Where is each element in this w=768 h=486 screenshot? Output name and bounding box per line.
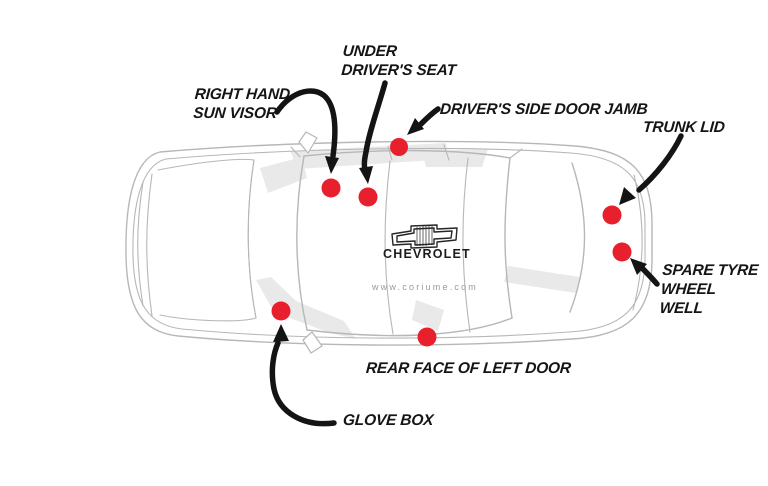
front-bumper-line-1	[137, 181, 144, 307]
glass-shading	[256, 143, 580, 339]
chevrolet-bowtie-icon	[391, 224, 458, 249]
windshield-bottom-corner	[256, 277, 356, 339]
arrow-right-hand-sun-visor	[274, 88, 338, 159]
car-inner-outline	[132, 147, 646, 339]
arrowhead-under-drivers-seat	[359, 166, 373, 184]
rear-window-front-edge	[504, 157, 513, 319]
arrow-glove-box	[269, 340, 337, 427]
b-pillar-tick-2	[443, 144, 450, 161]
label-right-hand-sun-visor: RIGHT HAND SUN VISOR	[192, 86, 291, 122]
arrow-under-drivers-seat	[361, 80, 388, 172]
marker-dot-glove-box	[271, 301, 291, 321]
rear-window-shade	[504, 266, 580, 293]
arrowhead-right-hand-sun-visor	[325, 156, 339, 174]
label-glove-box: GLOVE BOX	[342, 412, 434, 429]
door-seam-rear	[462, 157, 471, 333]
bowtie-outer	[391, 224, 458, 249]
windshield-top-corner	[260, 157, 307, 193]
c-pillar-tick	[509, 148, 523, 159]
marker-dot-under-drivers-seat	[358, 187, 378, 207]
arrow-trunk-lid	[636, 133, 684, 193]
arrowhead-drivers-side-door-jamb	[407, 118, 424, 135]
label-rear-face-of-left-door: REAR FACE OF LEFT DOOR	[365, 360, 572, 377]
brand-name-text: CHEVROLET	[383, 247, 471, 261]
front-bumper-line-2	[146, 173, 153, 317]
windshield-front-edge	[247, 159, 257, 319]
a-pillar-tick	[290, 146, 301, 158]
bowtie-hatching	[416, 226, 433, 246]
marker-dot-trunk-lid	[602, 205, 622, 225]
label-under-drivers-seat: UNDER DRIVER'S SEAT	[340, 43, 457, 79]
marker-dot-drivers-side-door-jamb	[390, 138, 408, 156]
side-glass-band-bottom	[412, 300, 444, 331]
rear-window-rear-edge	[569, 162, 586, 313]
b-pillar-tick-1	[387, 145, 393, 161]
side-mirror-bottom	[302, 331, 323, 354]
label-spare-tyre-wheel-well: SPARE TYRE WHEEL WELL	[659, 262, 759, 317]
annotation-arrows	[269, 80, 684, 427]
door-seam-front	[384, 160, 394, 335]
marker-dot-spare-tyre-wheel-well	[612, 242, 632, 262]
hood-panel	[157, 158, 257, 322]
label-trunk-lid: TRUNK LID	[642, 119, 726, 136]
website-text: www.coriume.com	[371, 282, 478, 292]
windshield-rear-edge	[296, 155, 308, 331]
arrowhead-trunk-lid	[619, 187, 636, 205]
car-top-view	[125, 131, 653, 354]
marker-dot-rear-face-of-left-door	[417, 327, 437, 347]
arrow-drivers-side-door-jamb	[418, 106, 441, 127]
label-drivers-side-door-jamb: DRIVER'S SIDE DOOR JAMB	[439, 101, 649, 118]
arrowhead-spare-tyre-wheel-well	[630, 258, 647, 275]
arrow-spare-tyre-wheel-well	[639, 265, 660, 287]
bowtie-inner	[396, 227, 453, 246]
marker-dot-right-hand-sun-visor	[321, 178, 341, 198]
car-outer-outline	[125, 140, 653, 346]
side-mirror-top	[298, 131, 318, 154]
location-markers	[271, 138, 632, 347]
arrowhead-glove-box	[273, 324, 289, 342]
